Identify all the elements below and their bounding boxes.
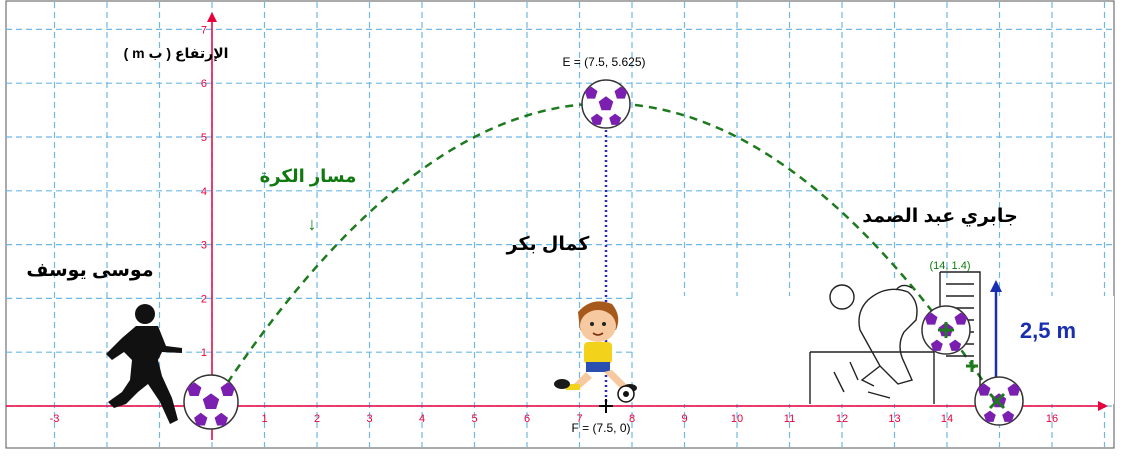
grid (6, 2, 1114, 447)
player-label-musa: موسى يوسف (26, 260, 153, 281)
x-tick-label: 2 (314, 413, 320, 425)
height-label: 2,5 m (1020, 318, 1076, 343)
y-tick-label: 6 (201, 78, 207, 90)
ball-trajectory (210, 102, 1001, 407)
x-tick-label: 1 (261, 413, 267, 425)
point-F-label: F = (7.5, 0) (571, 421, 630, 435)
y-tick-label: 2 (201, 293, 207, 305)
point-14-label: (14, 1.4) (930, 260, 971, 272)
x-tick-label: 14 (941, 413, 953, 425)
x-tick-label: 4 (419, 413, 425, 425)
player-label-kamal: كمال بكر (506, 234, 591, 255)
x-tick-label: 6 (524, 413, 530, 425)
y-tick-labels: 1 2 3 4 5 6 7 (201, 24, 207, 359)
goalkeeper-sketch (809, 271, 981, 404)
small-ball (617, 385, 635, 403)
player-silhouette (106, 304, 182, 424)
x-tick-label: 16 (1046, 413, 1058, 425)
x-tick-label: 11 (784, 413, 795, 425)
x-tick-label: 9 (681, 413, 687, 425)
ball-top (581, 79, 631, 129)
x-tick-labels: -312345678910111213141516 (50, 413, 1059, 425)
kid-player (554, 301, 637, 392)
end-markers (938, 322, 1006, 410)
x-tick-label: 3 (366, 413, 372, 425)
x-tick-label: -3 (50, 413, 60, 425)
y-tick-label: 7 (201, 24, 207, 36)
y-tick-label: 5 (201, 132, 207, 144)
x-tick-label: 13 (888, 413, 900, 425)
x-tick-label: 8 (629, 413, 635, 425)
trajectory-arrow: ↓ (308, 214, 317, 234)
x-tick-label: 5 (471, 413, 477, 425)
trajectory-label: مسار الكرة (260, 166, 357, 187)
point-E-label: E = (7.5, 5.625) (562, 55, 645, 69)
x-tick-label: 12 (836, 413, 848, 425)
y-tick-label: 1 (201, 347, 207, 359)
y-tick-label: 4 (201, 186, 207, 198)
y-axis-title: الإرتفاع ( ب m ) (124, 45, 229, 62)
x-tick-label: 7 (576, 413, 582, 425)
y-tick-label: 3 (201, 240, 207, 252)
ball-start (183, 374, 239, 430)
point-F-marker (599, 399, 613, 413)
player-label-jabri: جابري عبد الصمد (862, 206, 1018, 228)
x-tick-label: 10 (731, 413, 743, 425)
